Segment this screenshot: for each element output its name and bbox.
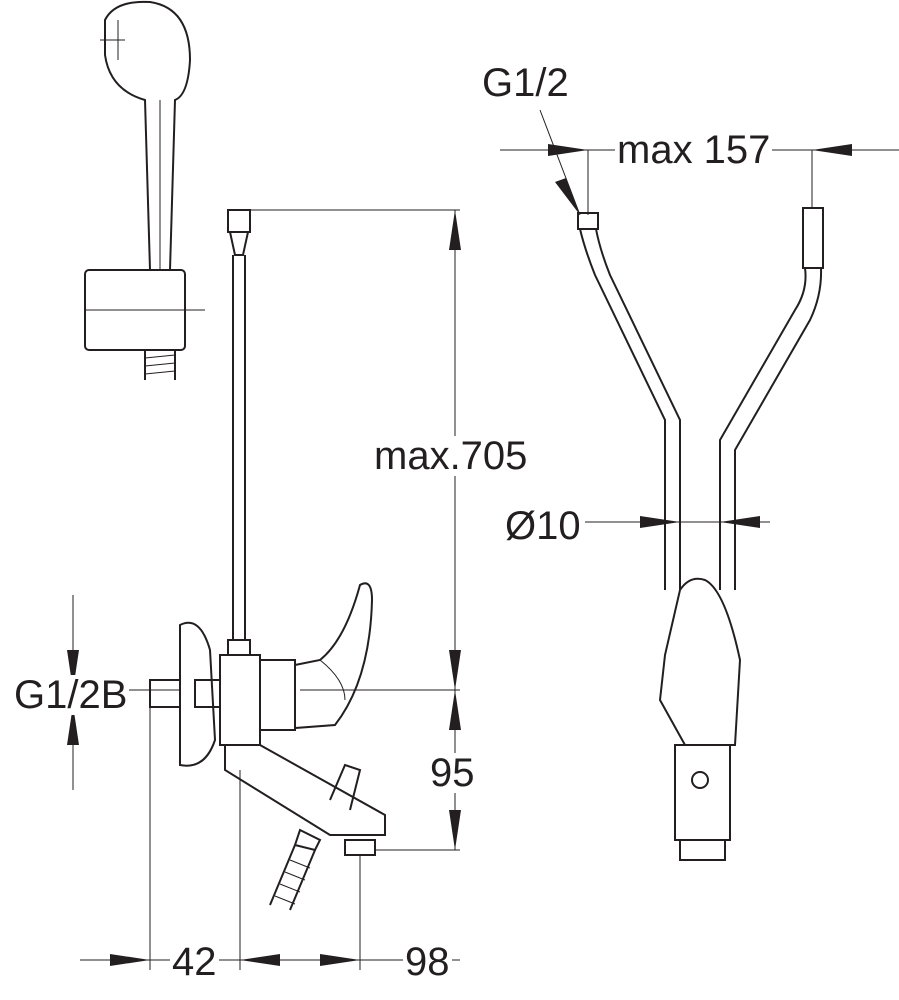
label-spout-projection: 98 (403, 940, 452, 984)
dimension-lines (60, 109, 899, 970)
hand-shower (84, 0, 205, 380)
label-pipe-diameter: Ø10 (503, 504, 583, 548)
label-inlet-thread-right: G1/2 (480, 61, 571, 105)
mixer-side-view (149, 582, 386, 911)
label-max-width: max 157 (615, 128, 773, 172)
mixer-front-view (577, 207, 824, 861)
label-max-height: max.705 (372, 434, 530, 478)
label-wall-distance: 42 (170, 940, 219, 984)
vertical-pipe-left (227, 209, 251, 656)
label-spout-height: 95 (428, 751, 477, 795)
label-inlet-thread-left: G1/2B (12, 673, 130, 717)
